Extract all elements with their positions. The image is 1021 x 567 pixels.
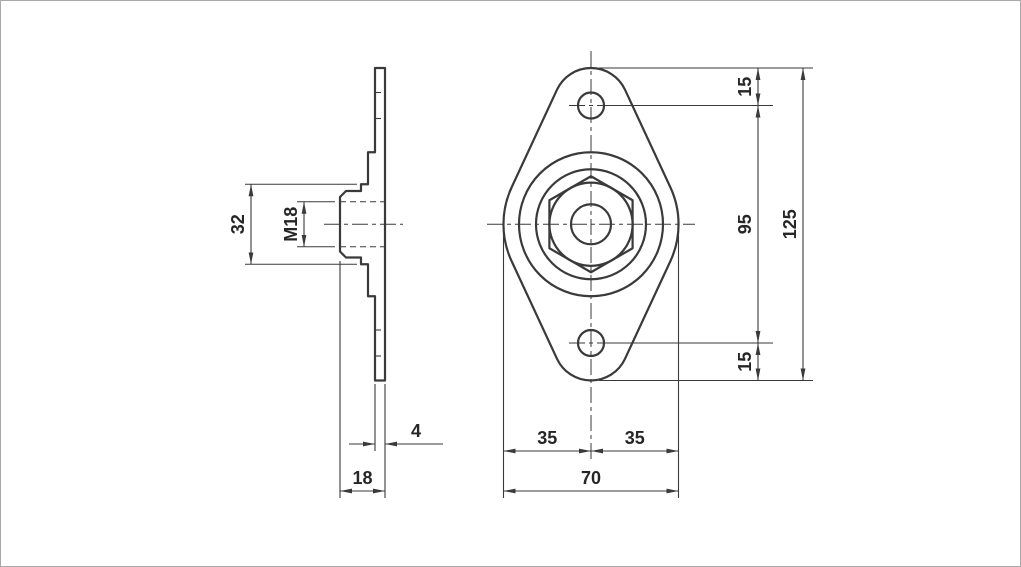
front-view: 15 95 15 125 35 35 — [487, 51, 813, 498]
dim-label-right-half-width: 35 — [625, 428, 645, 448]
front-centerlines — [487, 51, 695, 463]
dim-label-hole-spacing: 95 — [735, 214, 755, 234]
dim-label-flange-diameter: 32 — [228, 214, 248, 234]
dim-label-thread: M18 — [281, 207, 301, 242]
side-view: 32 M18 4 18 — [228, 66, 443, 498]
dim-top-hole-to-edge: 15 — [735, 68, 761, 106]
dim-right-half-width: 35 — [591, 428, 679, 454]
dim-label-plate-thickness: 4 — [411, 421, 421, 441]
side-profile-outline — [338, 66, 387, 382]
dim-plate-thickness: 4 — [349, 384, 443, 451]
dim-overall-height: 125 — [780, 68, 806, 381]
dim-thread: M18 — [281, 201, 335, 248]
flange-outline — [502, 67, 680, 382]
dim-label-bottom-hole-to-edge: 15 — [735, 352, 755, 372]
hole-hidden-lines — [375, 91, 385, 357]
dim-overall-width: 70 — [503, 468, 679, 494]
dim-label-left-half-width: 35 — [537, 428, 557, 448]
dim-label-overall-width: 70 — [581, 468, 601, 488]
dim-left-half-width: 35 — [503, 428, 591, 454]
dim-hole-spacing: 95 — [735, 105, 761, 343]
dim-label-overall-depth: 18 — [352, 468, 372, 488]
hex-nut — [548, 175, 634, 274]
bottom-extension-lines — [502, 233, 680, 498]
dim-label-overall-height: 125 — [780, 209, 800, 239]
dim-flange-diameter: 32 — [228, 183, 357, 265]
dim-bottom-hole-to-edge: 15 — [735, 343, 761, 381]
thread-hidden-lines — [340, 201, 385, 248]
right-extension-lines — [599, 67, 813, 382]
dim-overall-depth: 18 — [339, 261, 386, 498]
dim-label-top-hole-to-edge: 15 — [735, 77, 755, 97]
